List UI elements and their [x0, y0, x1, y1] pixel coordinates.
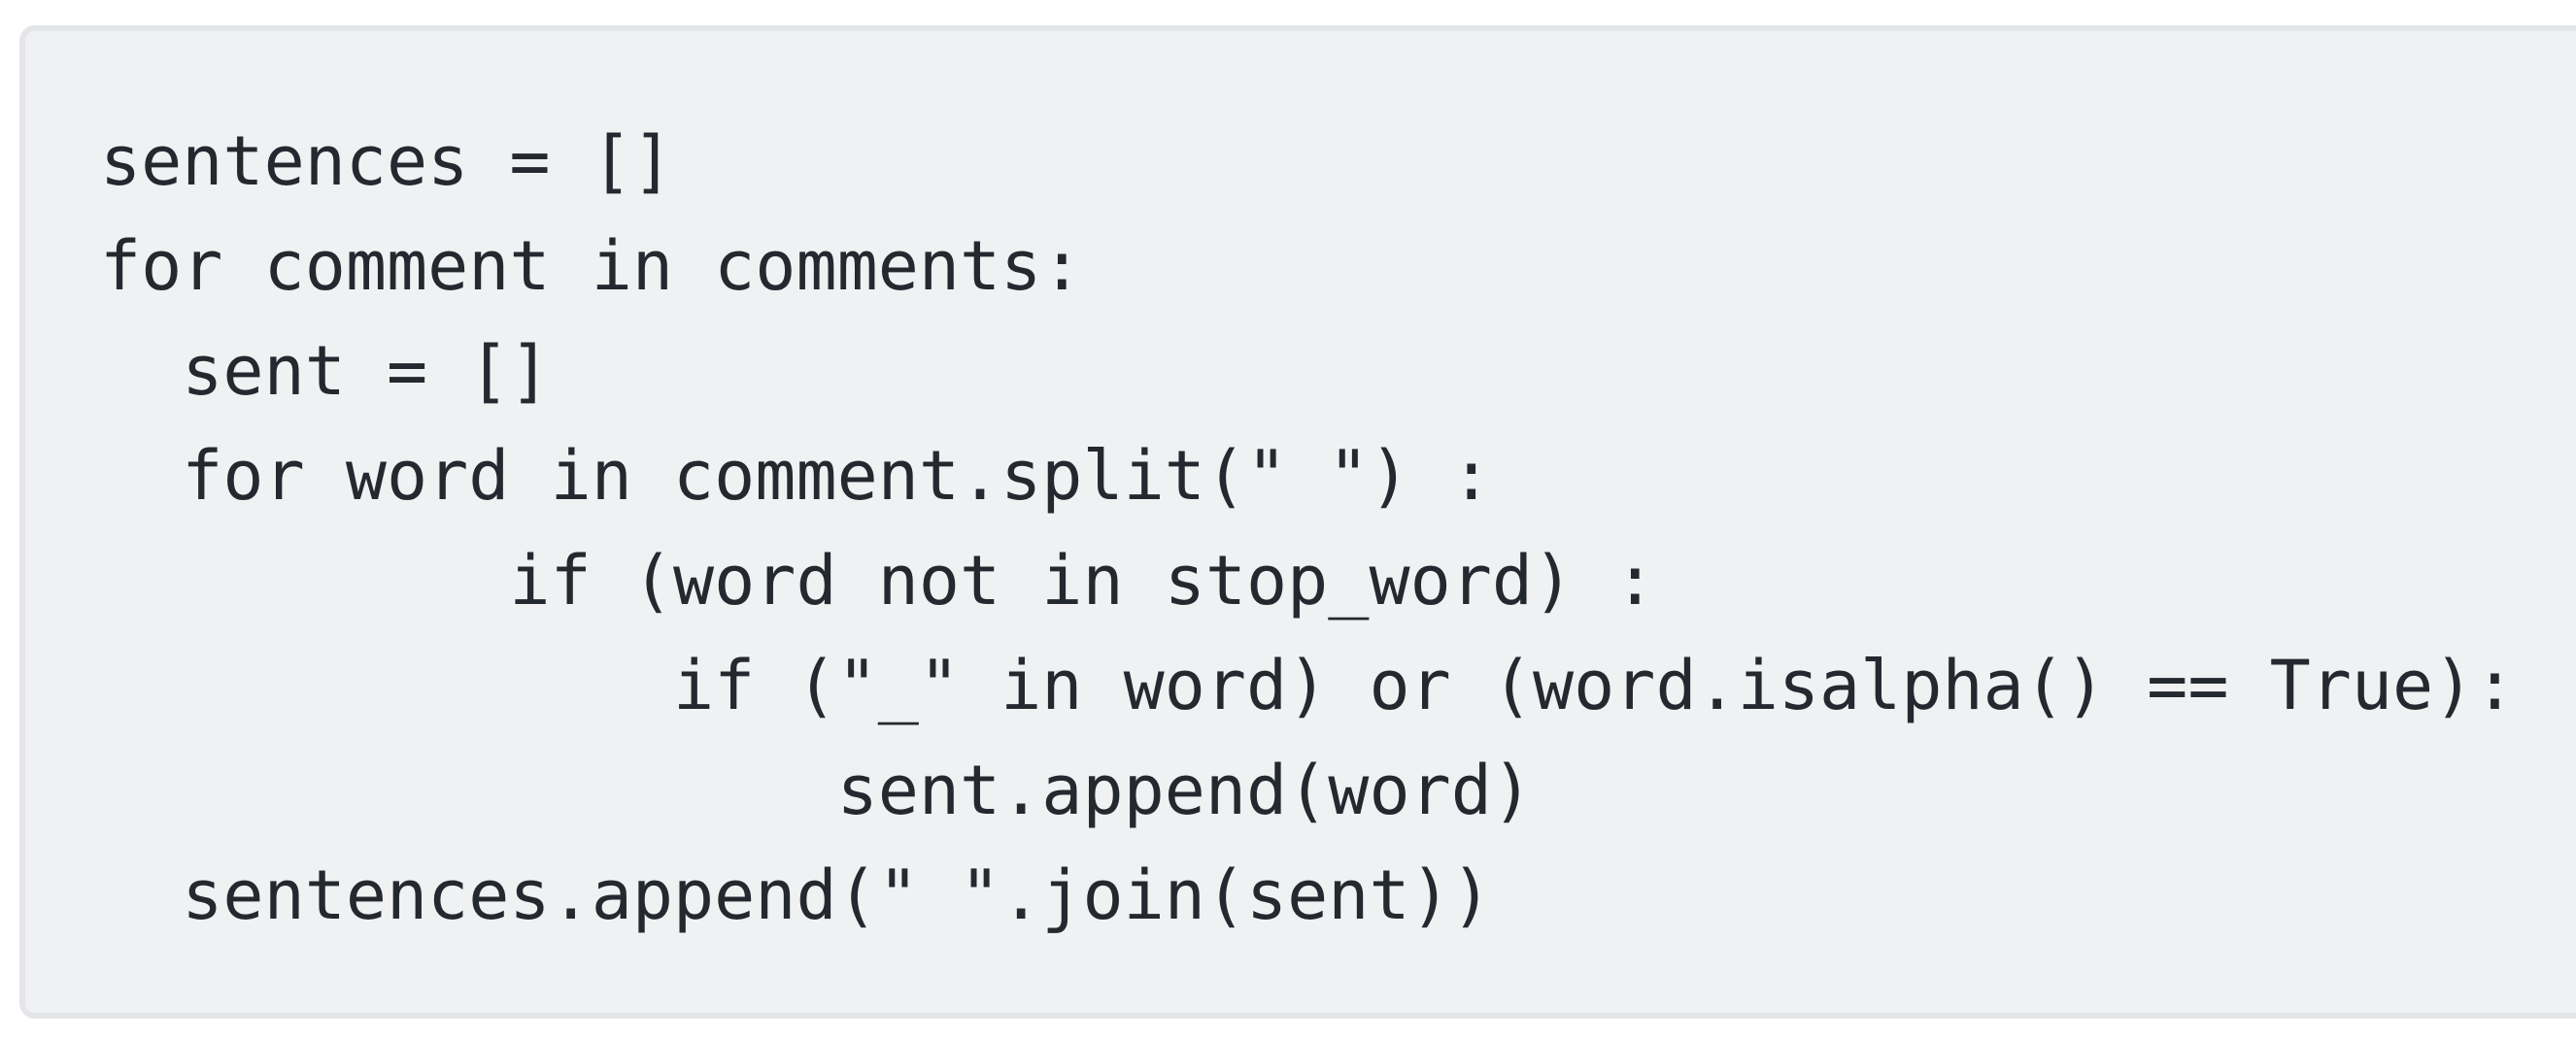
code-line: if ("_" in word) or (word.isalpha() == T… [100, 646, 2516, 725]
code-line: for word in comment.split(" ") : [100, 436, 1492, 516]
code-line: for comment in comments: [100, 226, 1083, 306]
code-content: sentences = [] for comment in comments: … [25, 31, 2576, 948]
code-line: sent = [] [100, 331, 551, 411]
code-line: sent.append(word) [100, 751, 1534, 830]
code-block: sentences = [] for comment in comments: … [19, 25, 2576, 1019]
code-line: sentences = [] [100, 121, 674, 201]
code-line: sentences.append(" ".join(sent)) [100, 855, 1492, 935]
code-line: if (word not in stop_word) : [100, 541, 1656, 621]
